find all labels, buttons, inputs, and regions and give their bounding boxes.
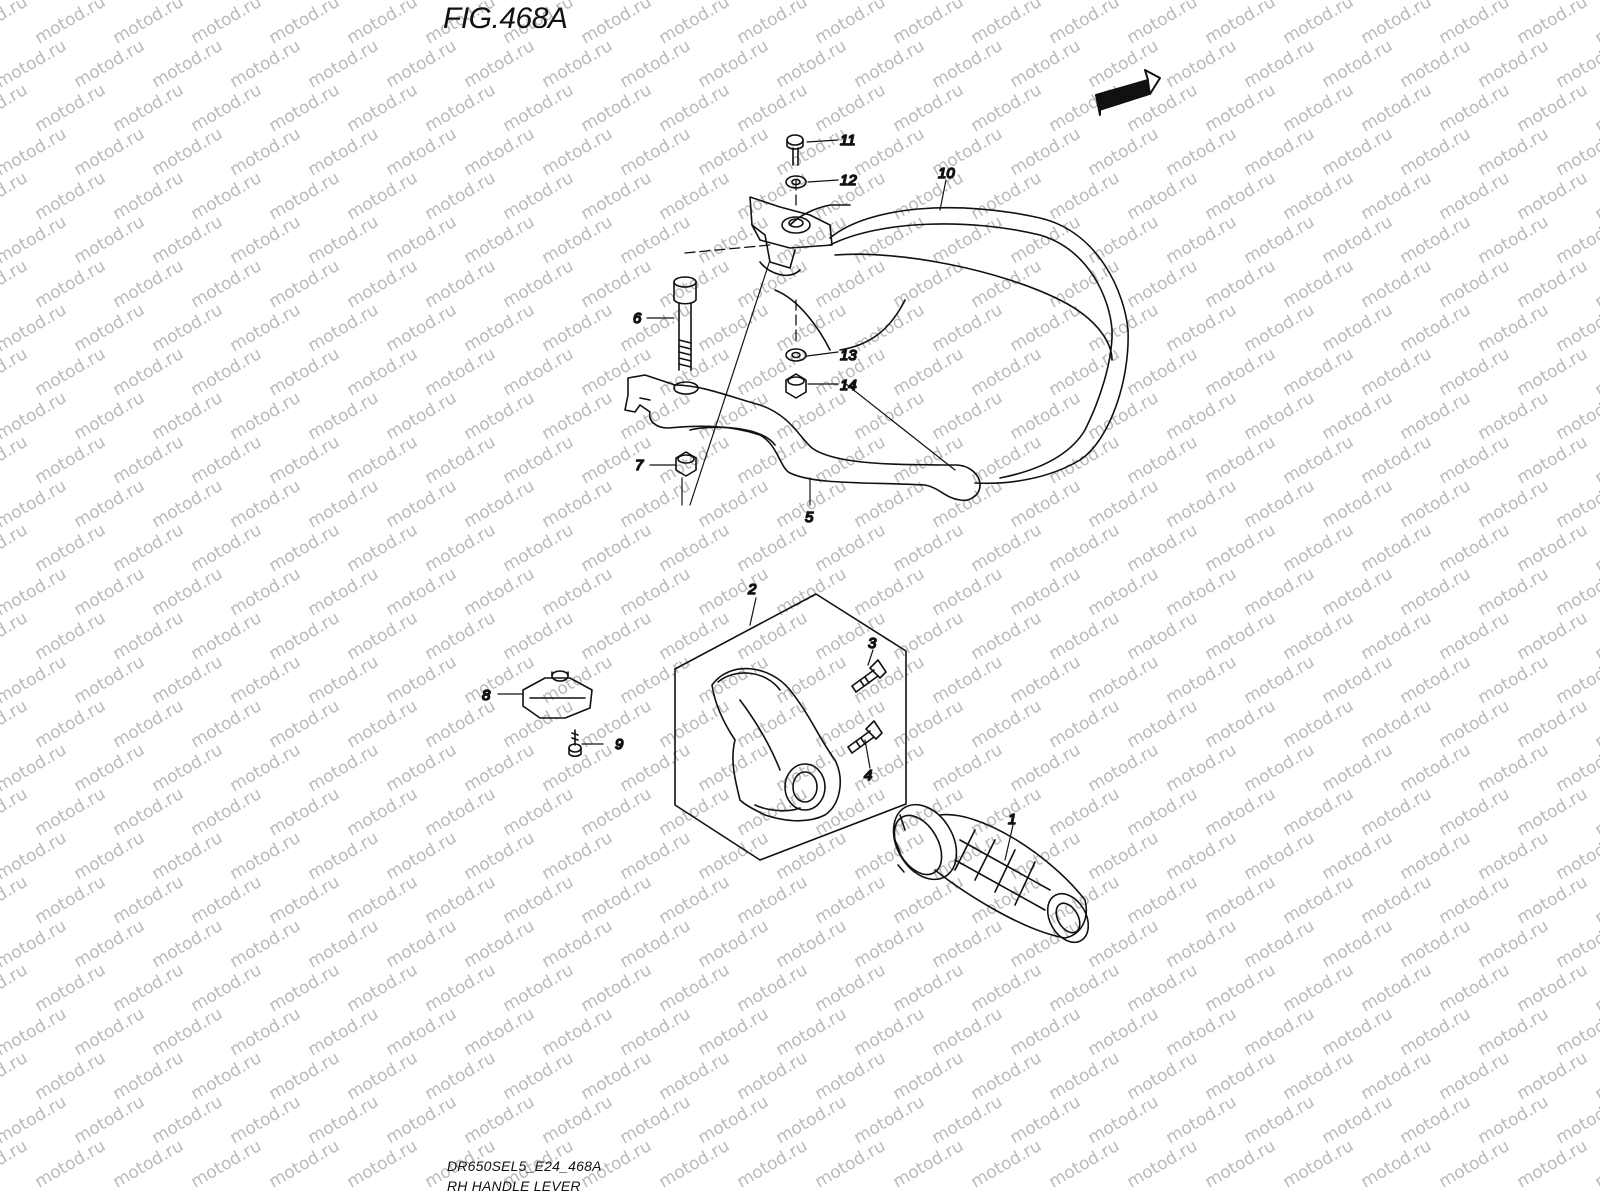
guide-lines (681, 259, 771, 506)
screw-4 (847, 720, 883, 754)
callout-9: 9 (615, 736, 624, 753)
screw-9 (568, 729, 582, 758)
throttle-housing (711, 667, 841, 822)
figure-title: FIG.468A (443, 2, 568, 35)
callout-6: 6 (633, 310, 642, 327)
switch-assembly-box (674, 593, 907, 861)
bolt-11 (786, 134, 804, 166)
fwd-arrow-icon: FWD (1095, 69, 1161, 116)
callout-11: 11 (840, 132, 856, 149)
throttle-grip (892, 803, 1090, 944)
brake-lever (624, 374, 981, 502)
callout-14: 14 (840, 377, 857, 394)
pivot-bolt-6 (673, 276, 697, 371)
screw-3 (851, 659, 887, 693)
figure-name: RH HANDLE LEVER (447, 1178, 581, 1194)
callout-12: 12 (840, 172, 857, 189)
nut-7 (675, 451, 697, 477)
callout-13: 13 (840, 347, 857, 364)
callout-3: 3 (868, 635, 877, 652)
assembly-lines (684, 179, 797, 346)
brake-switch-8 (522, 670, 593, 719)
callout-10: 10 (938, 165, 955, 182)
callout-1: 1 (1008, 811, 1016, 828)
callout-2: 2 (747, 581, 757, 598)
washer-12 (785, 175, 807, 189)
hand-guard (789, 204, 1129, 485)
callout-8: 8 (482, 687, 491, 704)
callout-4: 4 (864, 767, 872, 784)
guard-bracket (749, 196, 833, 351)
callout-7: 7 (635, 457, 644, 474)
nut-14 (785, 373, 807, 399)
callout-leaders (497, 139, 1014, 861)
washer-13 (785, 348, 807, 362)
callout-5: 5 (805, 509, 814, 526)
figure-code: DR650SEL5_E24_468A (447, 1158, 602, 1174)
